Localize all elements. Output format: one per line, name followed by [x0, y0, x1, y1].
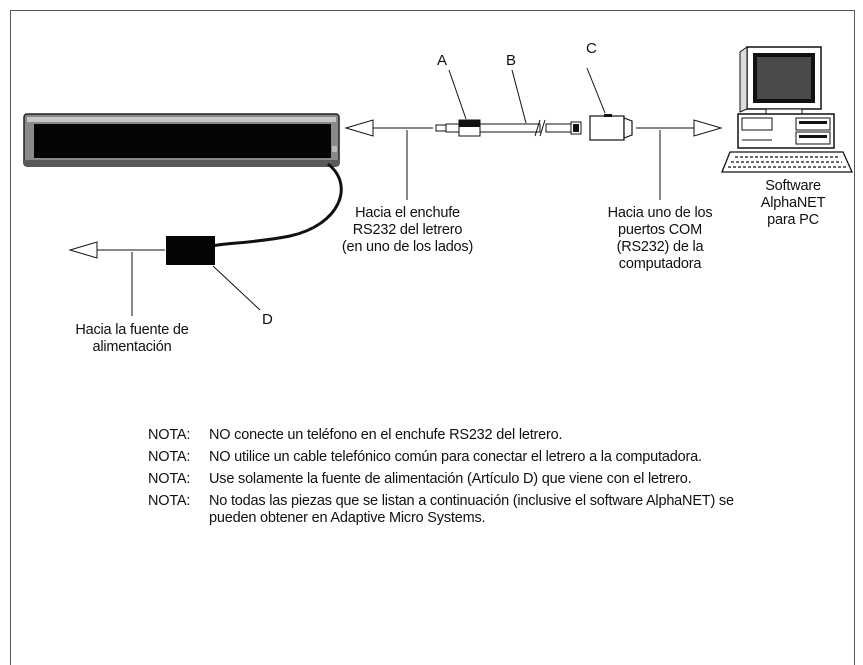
note-item: NOTA: NO utilice un cable telefónico com… [148, 449, 738, 466]
callout-line: Hacia el enchufe [355, 205, 460, 221]
note-text: NO conecte un teléfono en el enchufe RS2… [209, 427, 563, 443]
led-sign-icon [23, 113, 340, 167]
callout-line: Hacia uno de los [607, 205, 713, 221]
callout-line: Hacia la fuente de [75, 322, 189, 338]
note-prefix: NOTA: [148, 471, 191, 487]
note-text: NO utilice un cable telefónico común par… [209, 449, 702, 465]
callout-line: AlphaNET [760, 195, 826, 211]
callout-line: puertos COM [617, 222, 703, 238]
note-prefix: NOTA: [148, 427, 191, 443]
note-prefix: NOTA: [148, 493, 191, 509]
personal-computer-icon [721, 46, 854, 173]
note-text: Use solamente la fuente de alimentación … [209, 471, 692, 487]
note-item: NOTA: NO conecte un teléfono en el enchu… [148, 427, 738, 444]
label-d: D [262, 311, 273, 328]
arrow-right-icon [636, 119, 723, 137]
b-leader [511, 69, 527, 124]
callout-line: (en uno de los lados) [341, 239, 474, 255]
label-c: C [586, 40, 597, 57]
arrow-left-icon [68, 241, 165, 259]
note-prefix: NOTA: [148, 449, 191, 465]
software-callout: Software AlphaNET para PC [753, 178, 833, 229]
power-supply-icon [166, 236, 215, 265]
label-a: A [437, 52, 448, 69]
a-leader [448, 69, 467, 120]
callout-line: para PC [767, 212, 819, 228]
d-leader [212, 265, 261, 311]
callout-line: Software [765, 178, 821, 194]
c-leader [586, 67, 606, 114]
arrow-left-icon [344, 119, 433, 137]
callout-line: computadora [618, 256, 702, 272]
sign-jack-callout: Hacia el enchufe RS232 del letrero (en u… [340, 205, 475, 256]
power-cable [211, 162, 343, 248]
callout-line: (RS232) de la [616, 239, 704, 255]
callout-line: alimentación [92, 339, 172, 355]
note-item: NOTA: Use solamente la fuente de aliment… [148, 471, 738, 488]
diagram-frame [10, 10, 855, 665]
db25-connector-icon [589, 114, 633, 141]
rs232-adapter-icon [435, 119, 582, 137]
note-text: No todas las piezas que se listan a cont… [209, 493, 734, 526]
note-item: NOTA: No todas las piezas que se listan … [148, 493, 738, 527]
notes-list: NOTA: NO conecte un teléfono en el enchu… [148, 427, 738, 532]
power-callout: Hacia la fuente de alimentación [61, 322, 203, 356]
callout-line: RS232 del letrero [352, 222, 463, 238]
label-b: B [506, 52, 517, 69]
com-port-callout: Hacia uno de los puertos COM (RS232) de … [590, 205, 730, 273]
